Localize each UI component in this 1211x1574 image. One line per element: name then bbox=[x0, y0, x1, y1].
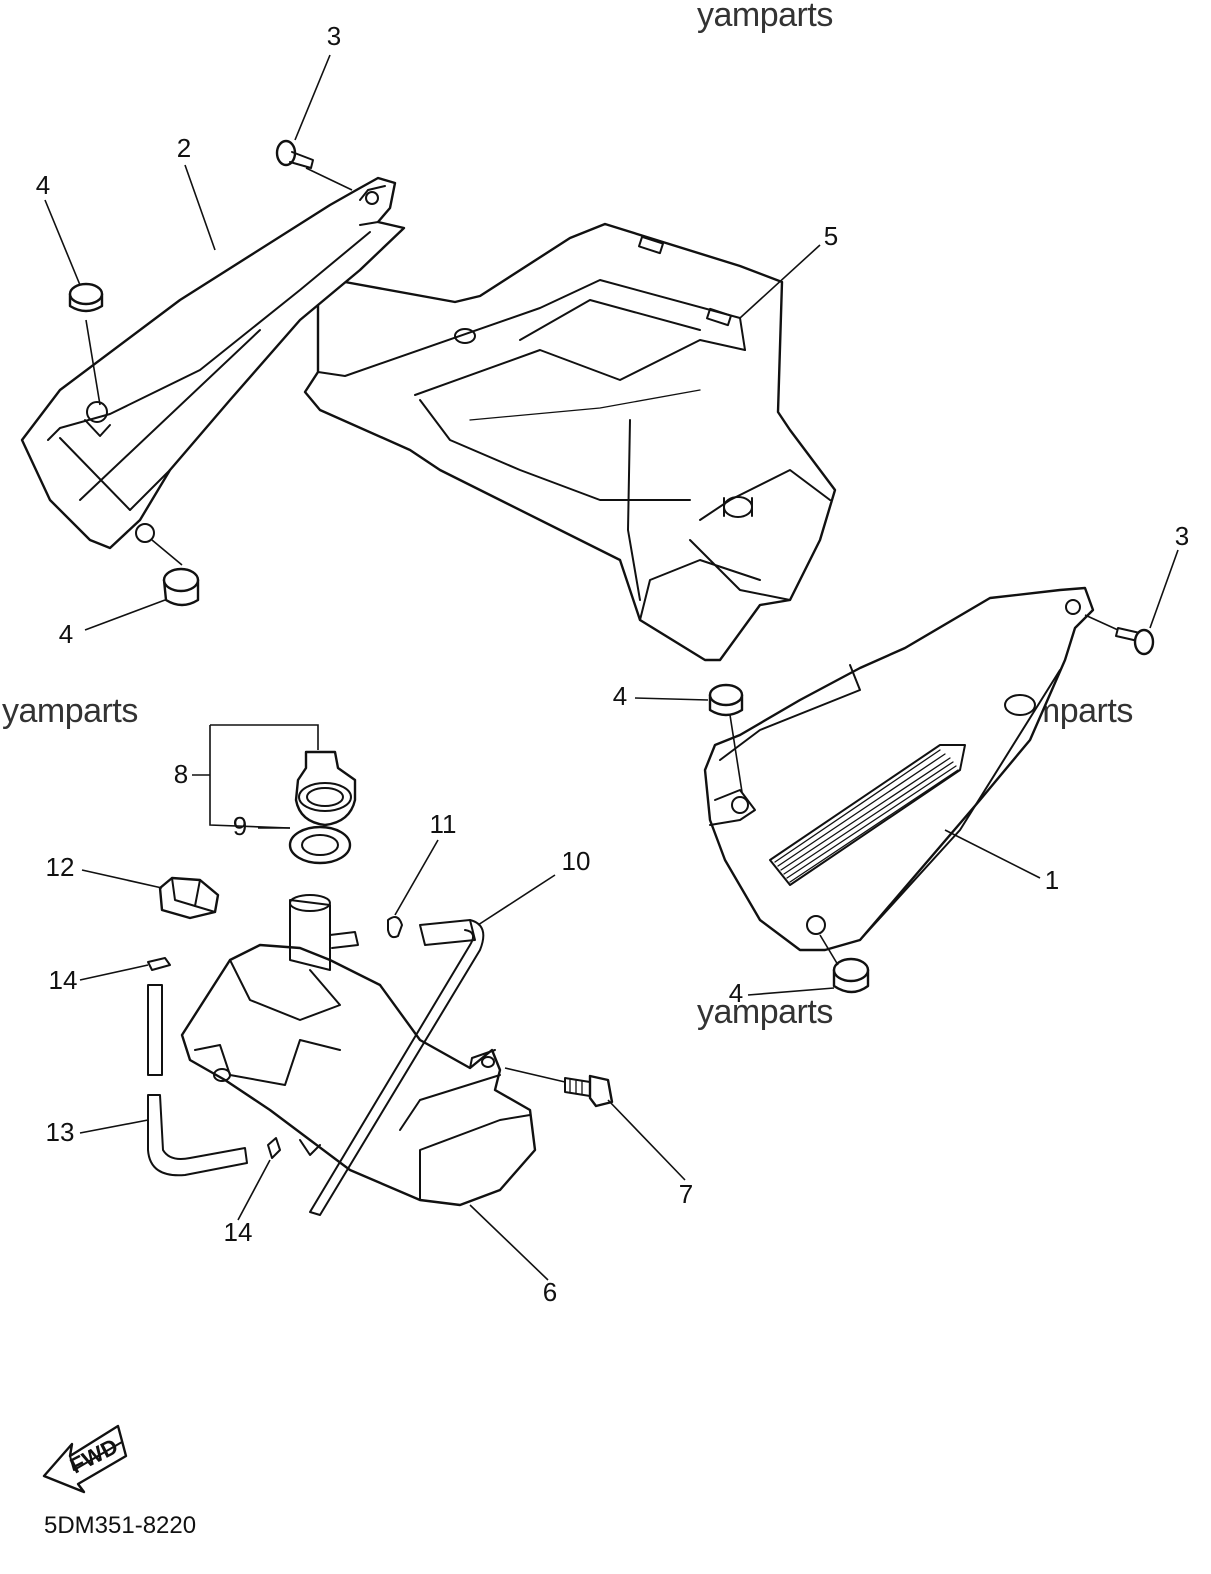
part-3-screw-right bbox=[1115, 627, 1155, 656]
watermark-top: yamparts bbox=[697, 0, 833, 34]
callout-4-middle: 4 bbox=[613, 681, 627, 711]
callout-labels: 1 2 3 3 4 4 4 4 5 6 7 8 9 10 11 12 13 14… bbox=[36, 21, 1189, 1307]
callout-8: 8 bbox=[174, 759, 188, 789]
part-8-cap bbox=[294, 750, 357, 827]
part-4-grommet-3 bbox=[708, 683, 744, 717]
callout-4-bottom-left: 4 bbox=[59, 619, 73, 649]
part-11-clip bbox=[387, 915, 403, 939]
callout-4-lower-right: 4 bbox=[729, 978, 743, 1008]
part-1-right-cover bbox=[703, 586, 1095, 952]
part-7-bolt bbox=[564, 1074, 614, 1108]
callout-3-right: 3 bbox=[1175, 521, 1189, 551]
callout-2: 2 bbox=[177, 133, 191, 163]
part-2-left-cover bbox=[20, 176, 406, 550]
part-4-grommet-1 bbox=[68, 282, 104, 313]
leader-lines bbox=[44, 54, 1179, 1281]
callout-14-upper: 14 bbox=[49, 965, 78, 995]
callout-6: 6 bbox=[543, 1277, 557, 1307]
part-4-grommet-4 bbox=[832, 957, 870, 994]
diagram-code: 5DM351-8220 bbox=[44, 1512, 197, 1539]
fwd-arrow-icon: FWD bbox=[42, 1424, 128, 1494]
part-13-drain-hose bbox=[147, 984, 248, 1177]
callout-10: 10 bbox=[562, 846, 591, 876]
callout-1: 1 bbox=[1045, 865, 1059, 895]
callout-3-left: 3 bbox=[327, 21, 341, 51]
callout-7: 7 bbox=[679, 1179, 693, 1209]
part-5-tray bbox=[303, 222, 837, 662]
callout-11: 11 bbox=[430, 809, 457, 839]
part-4-grommet-2 bbox=[162, 567, 200, 607]
callout-14-lower: 14 bbox=[224, 1217, 253, 1247]
callout-9: 9 bbox=[233, 811, 247, 841]
callout-12: 12 bbox=[46, 852, 75, 882]
part-10-hose bbox=[309, 919, 485, 1216]
part-6-reservoir-tank bbox=[180, 894, 537, 1207]
callout-5: 5 bbox=[824, 221, 838, 251]
part-9-gasket bbox=[288, 825, 352, 865]
callout-13: 13 bbox=[46, 1117, 75, 1147]
watermark-left: yamparts bbox=[2, 692, 138, 730]
part-12-holder bbox=[158, 876, 220, 920]
watermark-bottom: yamparts bbox=[697, 993, 833, 1031]
part-14-clamp-lower bbox=[267, 1137, 281, 1159]
part-3-screw-left bbox=[275, 139, 314, 169]
part-14-clamp-upper bbox=[147, 957, 171, 971]
callout-4-top-left: 4 bbox=[36, 170, 50, 200]
